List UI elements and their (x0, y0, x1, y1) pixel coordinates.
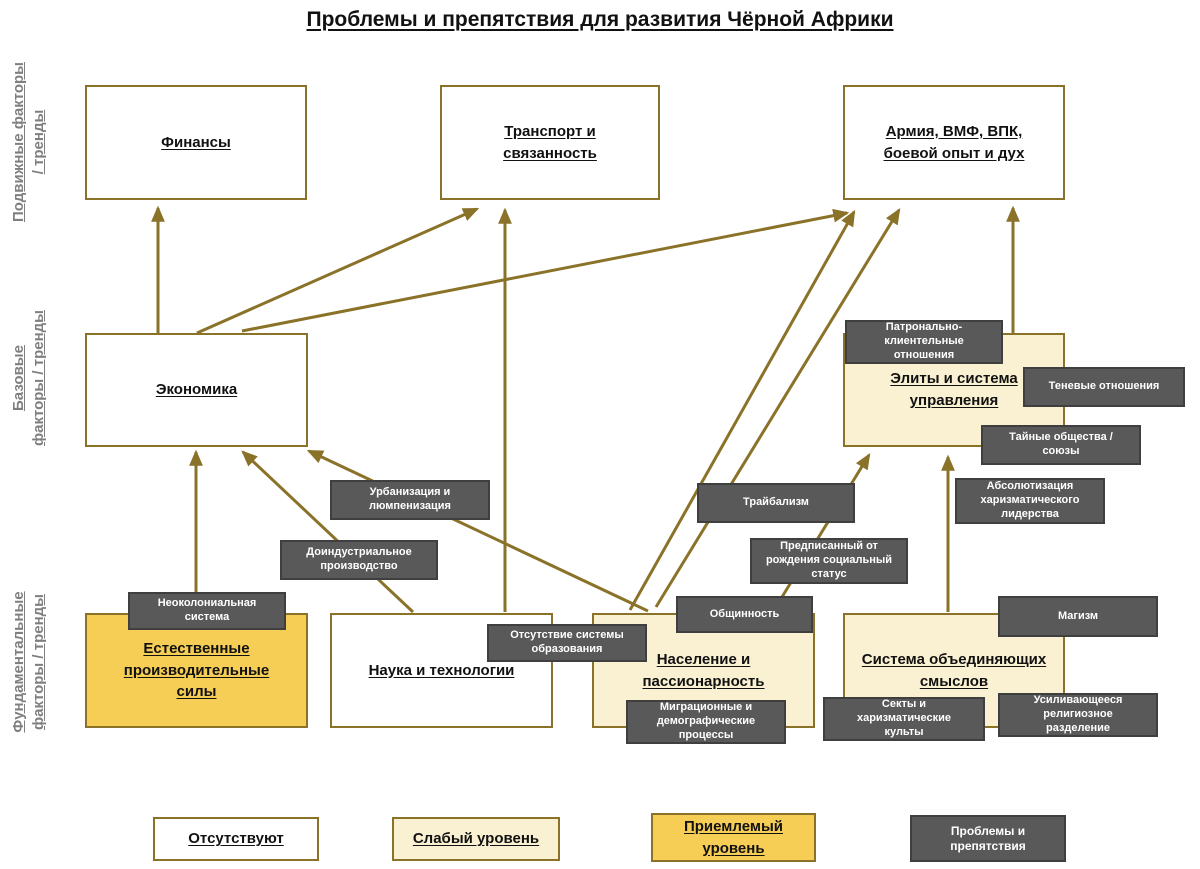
legend-item-weak-label: Слабый уровень (412, 830, 540, 848)
problem-box-sects: Секты и харизматические культы (823, 697, 985, 741)
problem-box-patron-client: Патронально- клиентельные отношения (845, 320, 1003, 364)
factor-box-economy-label: Экономика (155, 381, 238, 399)
factor-box-economy: Экономика (85, 333, 308, 447)
problem-box-communality: Общинность (676, 596, 813, 633)
problem-box-charismatic-absolutization: Абсолютизация харизматического лидерства (955, 478, 1105, 524)
side-label-base-factors: Базовые факторы / тренды (10, 310, 48, 447)
arrow-economy-transport (196, 207, 480, 335)
problem-box-neocolonial: Неоколониальная система (128, 592, 286, 630)
problem-box-no-education: Отсутствие системы образования (487, 624, 647, 662)
problem-box-preindustrial: Доиндустриальное производство (280, 540, 438, 580)
problem-box-magism: Магизм (998, 596, 1158, 637)
factor-box-elites-label: Элиты и система управления (890, 370, 1018, 409)
factor-box-meanings-label: Система объединяющих смыслов (861, 650, 1047, 690)
factor-box-finances-label: Финансы (161, 133, 231, 151)
legend-item-problems: Проблемы и препятствия (910, 815, 1066, 862)
legend-item-acceptable-label: Приемлемый уровень (683, 817, 783, 857)
problem-box-migration: Миграционные и демографические процессы (626, 700, 786, 744)
legend-item-acceptable: Приемлемый уровень (651, 813, 816, 862)
problem-box-religious-division: Усиливающееся религиозное разделение (998, 693, 1158, 737)
problem-box-ascribed-status: Предписанный от рождения социальный стат… (750, 538, 908, 584)
problem-box-shadow-relations: Теневые отношения (1023, 367, 1185, 407)
factor-box-natural-forces-label: Естественные производительные силы (123, 639, 270, 701)
arrow-population-economy (306, 449, 649, 613)
factor-box-finances: Финансы (85, 85, 307, 200)
legend-item-absent-label: Отсутствуют (188, 830, 284, 848)
factor-box-transport: Транспорт и связанность (440, 85, 660, 200)
arrow-science-economy (241, 450, 415, 614)
legend-item-weak: Слабый уровень (392, 817, 560, 861)
factor-box-population-label: Население и пассионарность (642, 650, 765, 690)
problem-box-tribalism: Трайбализм (697, 483, 855, 523)
factor-box-army-label: Армия, ВМФ, ВПК, боевой опыт и дух (883, 122, 1025, 162)
side-label-mobile-factors: Подвижные факторы / тренды (10, 62, 48, 222)
side-label-fundamental-factors: Фундаментальные факторы / тренды (10, 591, 48, 733)
legend-item-absent: Отсутствуют (153, 817, 319, 861)
problem-box-urbanization: Урбанизация и люмпенизация (330, 480, 490, 520)
factor-box-natural-forces: Естественные производительные силы (85, 613, 308, 728)
page-title: Проблемы и препятствия для развития Чёрн… (306, 8, 894, 31)
problem-box-secret-societies: Тайные общества / союзы (981, 425, 1141, 465)
arrow-economy-army (241, 208, 850, 333)
factor-box-army: Армия, ВМФ, ВПК, боевой опыт и дух (843, 85, 1065, 200)
factor-box-science-label: Наука и технологии (368, 661, 515, 679)
factor-box-transport-label: Транспорт и связанность (503, 122, 597, 162)
